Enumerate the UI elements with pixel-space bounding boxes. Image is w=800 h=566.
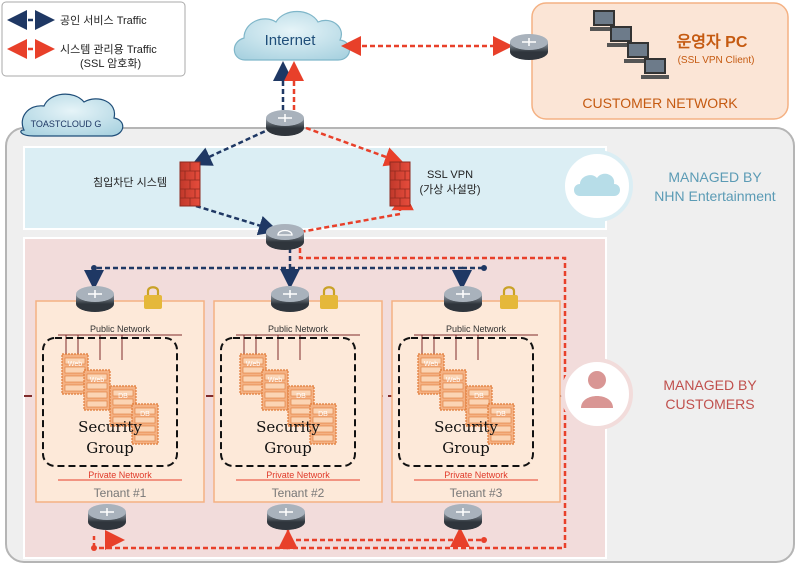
server-icon: Web	[261, 369, 289, 411]
server-icon: Web	[439, 369, 467, 411]
tenant: Public NetworkWebWebDBDBSecurityGroupPri…	[398, 324, 538, 500]
security-group-box	[398, 337, 534, 467]
lock-icon	[500, 286, 518, 309]
private-network-label: Private Network	[88, 470, 152, 480]
tenants-layer: Public NetworkWebWebDBDBSecurityGroupPri…	[42, 324, 538, 500]
server-label: Web	[90, 377, 104, 384]
toastcloud-tag: TOASTCLOUD G	[20, 93, 124, 137]
public-traffic-links	[84, 61, 487, 290]
server-label: Web	[246, 361, 260, 368]
nhn-cloud-badge	[561, 150, 633, 222]
operator-pc-icons	[590, 10, 669, 79]
server-icon: DB	[109, 385, 137, 427]
router-icon	[266, 224, 304, 250]
ssl-vpn-sub: (가상 사설망)	[420, 183, 481, 196]
server-label: DB	[118, 393, 128, 400]
server-label: DB	[318, 411, 328, 418]
router-icon	[76, 286, 114, 312]
tenant-name: Tenant #1	[94, 486, 147, 500]
router-icon	[88, 504, 126, 530]
ids-label: 침입차단 시스템	[93, 176, 167, 189]
legend-mgmt-sub: (SSL 암호화)	[80, 57, 141, 70]
server-label: Web	[268, 377, 282, 384]
router-icon	[266, 110, 304, 136]
server-label: DB	[474, 393, 484, 400]
nhn-managed-zone	[23, 146, 607, 230]
server-label: DB	[140, 411, 150, 418]
lock-icon	[320, 286, 338, 309]
router-icon	[444, 286, 482, 312]
customer-network: 운영자 PC (SSL VPN Client) CUSTOMER NETWORK	[531, 2, 789, 120]
firewall-icon	[179, 161, 201, 207]
server-label: Web	[446, 377, 460, 384]
managed-nhn-line2: NHN Entertainment	[654, 188, 775, 204]
internet-label: Internet	[265, 32, 317, 49]
router-icon	[444, 504, 482, 530]
server-label: DB	[496, 411, 506, 418]
toastcloud-label: TOASTCLOUD G	[31, 119, 102, 129]
tenant-name: Tenant #2	[272, 486, 325, 500]
security-group-box	[42, 337, 178, 467]
public-network-label: Public Network	[268, 324, 329, 334]
private-network-label: Private Network	[444, 470, 508, 480]
internet-cloud: Internet	[233, 10, 351, 61]
router-icon	[271, 286, 309, 312]
security-group-label: Security	[78, 418, 142, 436]
security-group-label-2: Group	[264, 439, 311, 457]
lock-icon	[144, 286, 162, 309]
security-group-label: Security	[256, 418, 320, 436]
server-icon: Web	[83, 369, 111, 411]
customer-user-badge	[561, 358, 633, 430]
server-label: Web	[68, 361, 82, 368]
legend-public-label: 공인 서비스 Traffic	[60, 14, 147, 27]
router-icon	[267, 504, 305, 530]
security-group-label-2: Group	[86, 439, 133, 457]
server-label: DB	[296, 393, 306, 400]
router-icon	[510, 34, 548, 60]
server-icon: Web	[61, 353, 89, 395]
security-group-label-2: Group	[442, 439, 489, 457]
tenant-name: Tenant #3	[450, 486, 503, 500]
customer-network-label: CUSTOMER NETWORK	[582, 95, 738, 111]
legend-mgmt-label: 시스템 관리용 Traffic	[60, 43, 157, 56]
legend: 공인 서비스 Traffic 시스템 관리용 Traffic (SSL 암호화)	[1, 1, 186, 77]
managed-cust-line1: MANAGED BY	[663, 377, 757, 393]
managed-nhn-line1: MANAGED BY	[668, 169, 762, 185]
operator-subtitle: (SSL VPN Client)	[678, 55, 755, 66]
public-network-label: Public Network	[446, 324, 507, 334]
security-group-label: Security	[434, 418, 498, 436]
security-group-box	[220, 337, 356, 467]
server-icon: DB	[487, 403, 515, 445]
private-network-label: Private Network	[266, 470, 330, 480]
tenant: Public NetworkWebWebDBDBSecurityGroupPri…	[220, 324, 360, 500]
tenant: Public NetworkWebWebDBDBSecurityGroupPri…	[42, 324, 182, 500]
server-icon: DB	[309, 403, 337, 445]
public-network-label: Public Network	[90, 324, 151, 334]
server-label: Web	[424, 361, 438, 368]
operator-title: 운영자 PC	[677, 33, 748, 51]
firewall-icon	[389, 161, 411, 207]
server-icon: DB	[131, 403, 159, 445]
ssl-vpn-label: SSL VPN	[427, 169, 473, 181]
managed-cust-line2: CUSTOMERS	[665, 396, 754, 412]
